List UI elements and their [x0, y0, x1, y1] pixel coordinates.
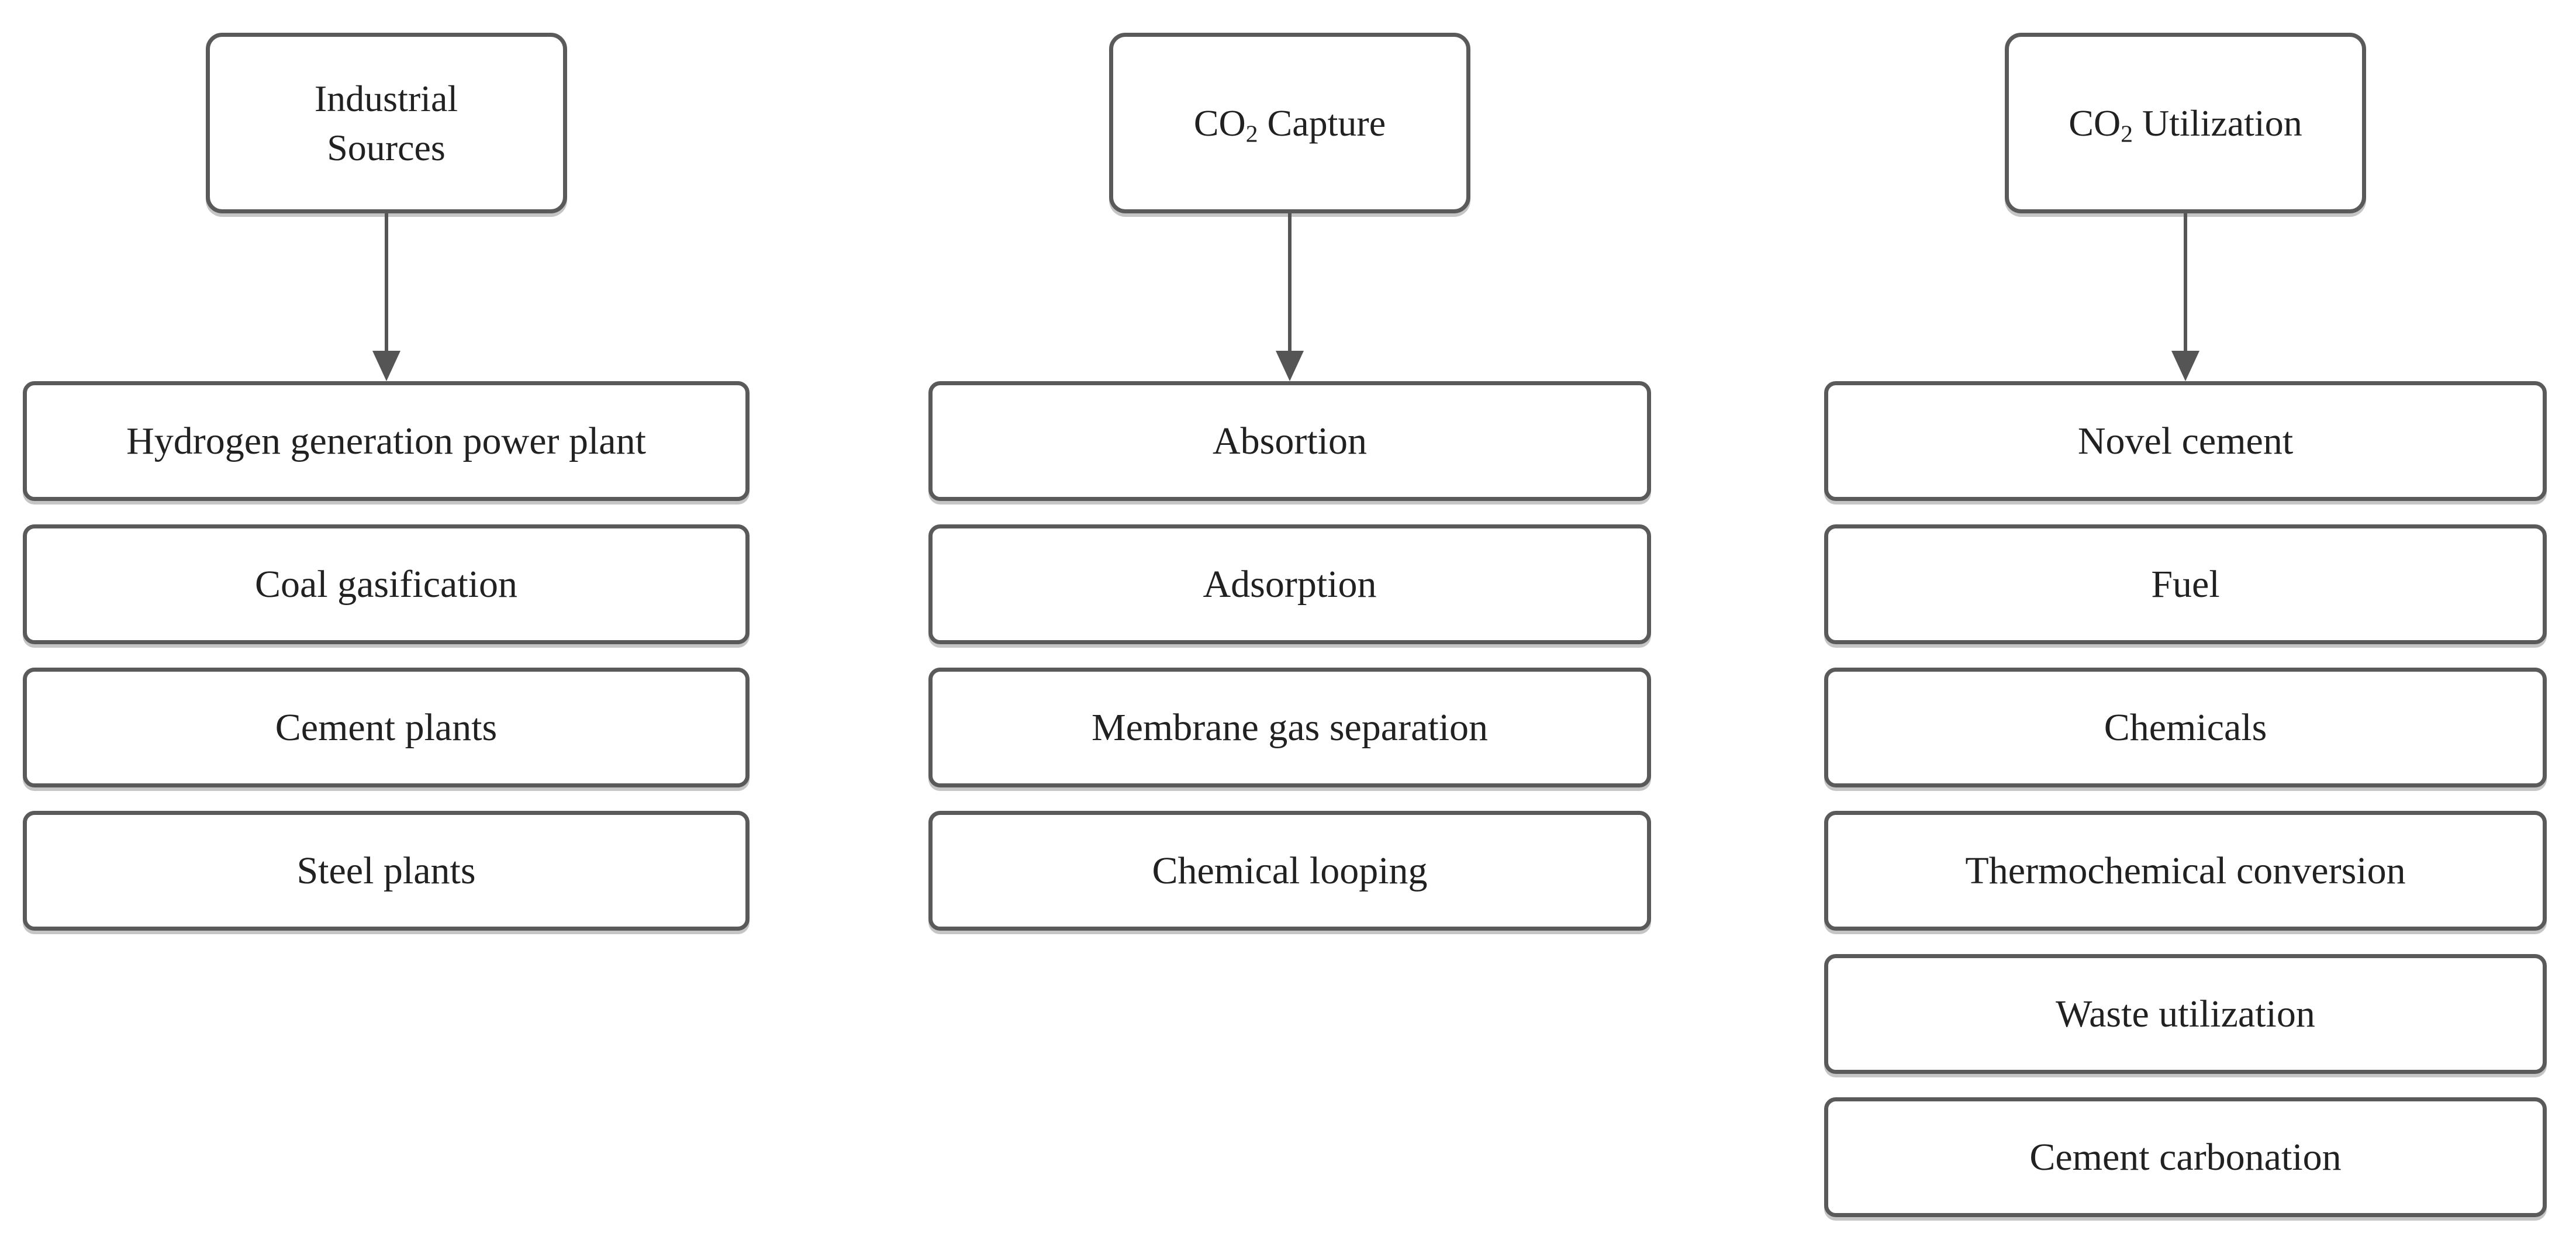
arrow-head-icon — [1276, 351, 1304, 381]
header-box-industrial-sources: Industrial Sources — [205, 33, 567, 213]
item-box-coal-gasification: Coal gasification — [23, 524, 750, 644]
header-label-line1: Industrial — [314, 78, 458, 120]
co2-subscript: 2 — [2121, 120, 2133, 147]
item-box-absortion: Absortion — [928, 381, 1651, 501]
item-label: Thermochemical conversion — [1965, 849, 2406, 892]
column-co2-capture: CO2 Capture Absortion Adsorption Membran… — [928, 33, 1651, 931]
arrow-line — [1288, 213, 1292, 351]
item-label: Hydrogen generation power plant — [126, 419, 646, 462]
header-label: CO2 Capture — [1194, 99, 1386, 147]
arrow-head-icon — [2171, 351, 2199, 381]
item-label: Membrane gas separation — [1091, 706, 1489, 749]
item-label: Novel cement — [2077, 419, 2294, 462]
down-arrow-industrial-sources — [372, 213, 400, 381]
arrow-head-icon — [372, 351, 400, 381]
item-box-waste-utilization: Waste utilization — [1824, 954, 2547, 1074]
item-label: Coal gasification — [254, 562, 518, 606]
item-box-chemical-looping: Chemical looping — [928, 811, 1651, 931]
header-box-co2-utilization: CO2 Utilization — [2005, 33, 2366, 213]
item-label: Chemicals — [2104, 706, 2267, 749]
column-industrial-sources: Industrial Sources Hydrogen generation p… — [23, 33, 750, 931]
header-text-rest: Utilization — [2132, 102, 2302, 144]
column-co2-utilization: CO2 Utilization Novel cement Fuel Chemic… — [1824, 33, 2547, 1217]
down-arrow-co2-capture — [1276, 213, 1304, 381]
arrow-line — [2184, 213, 2187, 351]
item-label: Adsorption — [1203, 562, 1377, 606]
item-box-fuel: Fuel — [1824, 524, 2547, 644]
co2-subscript: 2 — [1245, 120, 1258, 147]
item-box-thermochemical-conversion: Thermochemical conversion — [1824, 811, 2547, 931]
item-box-chemicals: Chemicals — [1824, 668, 2547, 787]
item-box-adsorption: Adsorption — [928, 524, 1651, 644]
item-label: Chemical looping — [1152, 849, 1428, 892]
item-box-steel-plants: Steel plants — [23, 811, 750, 931]
down-arrow-co2-utilization — [2171, 213, 2199, 381]
item-box-cement-carbonation: Cement carbonation — [1824, 1097, 2547, 1217]
item-label: Steel plants — [296, 849, 476, 892]
item-box-hydrogen-generation-power-plant: Hydrogen generation power plant — [23, 381, 750, 501]
item-box-cement-plants: Cement plants — [23, 668, 750, 787]
item-label: Cement plants — [275, 706, 498, 749]
item-label: Fuel — [2151, 562, 2220, 606]
item-label: Cement carbonation — [2029, 1135, 2342, 1179]
item-label: Waste utilization — [2056, 992, 2315, 1035]
header-box-co2-capture: CO2 Capture — [1109, 33, 1470, 213]
item-label: Absortion — [1213, 419, 1367, 462]
arrow-line — [384, 213, 388, 351]
header-label: CO2 Utilization — [2069, 99, 2302, 147]
header-text-prefix: CO — [2069, 102, 2121, 144]
header-text-prefix: CO — [1193, 102, 1246, 144]
header-label-line2: Sources — [327, 126, 446, 168]
item-box-novel-cement: Novel cement — [1824, 381, 2547, 501]
header-text-rest: Capture — [1258, 102, 1386, 144]
item-box-membrane-gas-separation: Membrane gas separation — [928, 668, 1651, 787]
